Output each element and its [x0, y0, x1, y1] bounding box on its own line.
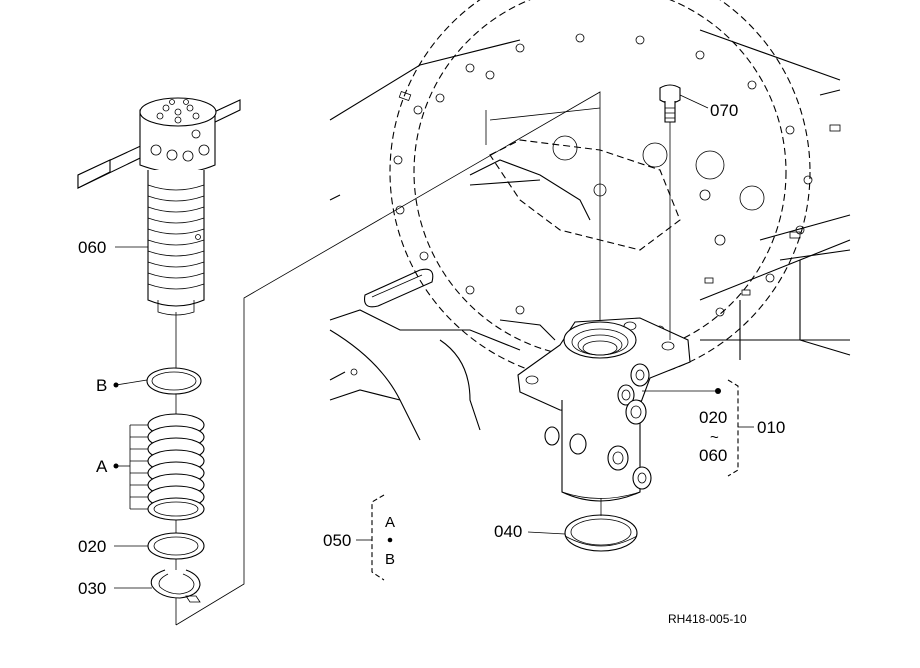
labels: 060 B A 020 030 070 020 ~ 060 010 040 05… [78, 101, 785, 626]
label-kit-b: B [385, 551, 395, 568]
label-kit-a: A [385, 514, 395, 531]
o-ring [564, 514, 638, 552]
drawing-reference: RH418-005-10 [668, 612, 747, 626]
label-010: 010 [757, 418, 785, 437]
label-070: 070 [710, 101, 738, 120]
assembly-lines [175, 91, 671, 626]
label-b: B [96, 376, 107, 395]
label-060: 060 [78, 238, 106, 257]
label-050: 050 [323, 531, 351, 550]
ring-stack-a [147, 413, 205, 521]
label-leaders [113, 94, 754, 589]
bolt [659, 84, 681, 123]
label-020: 020 [78, 537, 106, 556]
ring-020 [147, 532, 205, 560]
label-040: 040 [494, 522, 522, 541]
spool-assembly [77, 97, 241, 316]
label-a: A [96, 457, 108, 476]
label-range-tilde: ~ [710, 429, 719, 446]
circlip-030 [150, 569, 201, 603]
label-range-to: 060 [699, 446, 727, 465]
label-range-from: 020 [699, 408, 727, 427]
label-030: 030 [78, 579, 106, 598]
ring-b [146, 367, 202, 395]
valve-body [517, 317, 691, 502]
